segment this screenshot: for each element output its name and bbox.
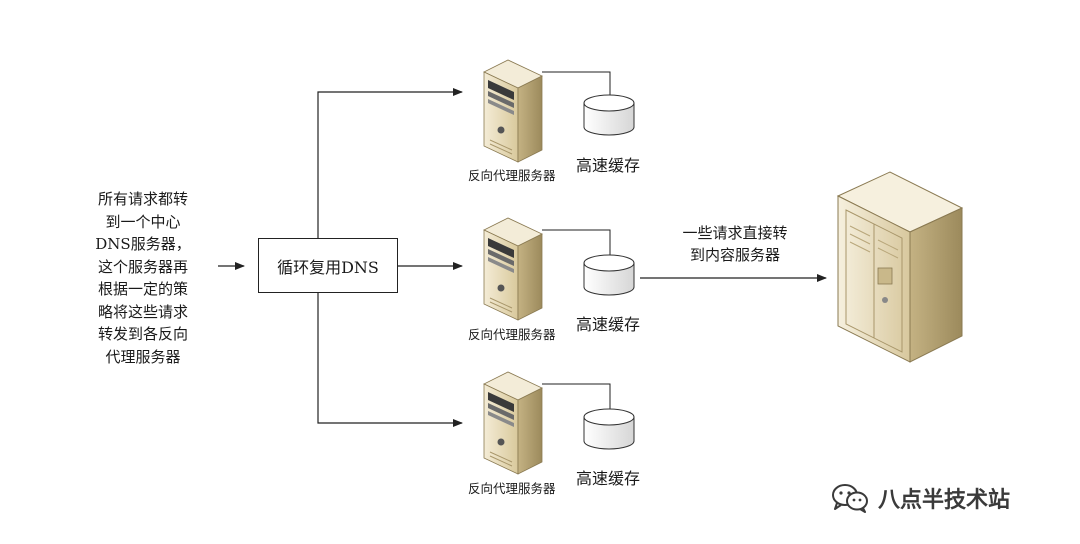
proxy-server-label-1: 反向代理服务器 (468, 168, 556, 183)
proxy-cache-link-1 (542, 71, 611, 96)
proxy-server-label-2: 反向代理服务器 (468, 327, 556, 342)
description-line: 这个服务器再 (97, 257, 188, 276)
arrow-to-proxy-1 (317, 88, 463, 238)
arrow-to-proxy-3 (317, 293, 463, 427)
description-line: 所有请求都转 (97, 190, 188, 208)
cache-disk-icon-2 (583, 254, 635, 296)
proxy-cache-link-3 (542, 383, 611, 410)
note-line: 到内容服务器 (689, 246, 780, 264)
proxy-server-icon-3 (483, 371, 543, 475)
wechat-icon (832, 484, 868, 513)
direct-to-content-note: 一些请求直接转 到内容服务器 (660, 222, 810, 266)
round-robin-dns-box: 循环复用DNS (258, 238, 398, 293)
watermark: 八点半技术站 (830, 478, 1010, 518)
description-line: 根据一定的策 (97, 280, 188, 298)
proxy-server-icon-1 (483, 59, 543, 163)
cache-label-3: 高速缓存 (576, 469, 641, 488)
cache-disk-icon-1 (583, 94, 635, 136)
description-line: 略将这些请求 (97, 302, 188, 321)
dns-box-label: 循环复用DNS (277, 257, 379, 277)
cache-disk-icon-3 (583, 408, 635, 450)
proxy-cache-link-2 (542, 229, 611, 256)
description-line: 转发到各反向 (97, 325, 188, 343)
content-server-icon (836, 171, 964, 363)
cache-label-2: 高速缓存 (576, 315, 641, 334)
watermark-text: 八点半技术站 (878, 488, 1011, 513)
proxy-server-icon-2 (483, 217, 543, 321)
description-line: 到一个中心 (105, 212, 181, 231)
request-flow-description: 所有请求都转 到一个中心 DNS服务器， 这个服务器再 根据一定的策 略将这些请… (78, 188, 208, 368)
description-line: 代理服务器 (105, 347, 181, 366)
proxy-server-label-3: 反向代理服务器 (468, 481, 556, 496)
note-line: 一些请求直接转 (682, 224, 788, 242)
cache-label-1: 高速缓存 (576, 156, 641, 175)
description-line: DNS服务器， (95, 235, 191, 253)
